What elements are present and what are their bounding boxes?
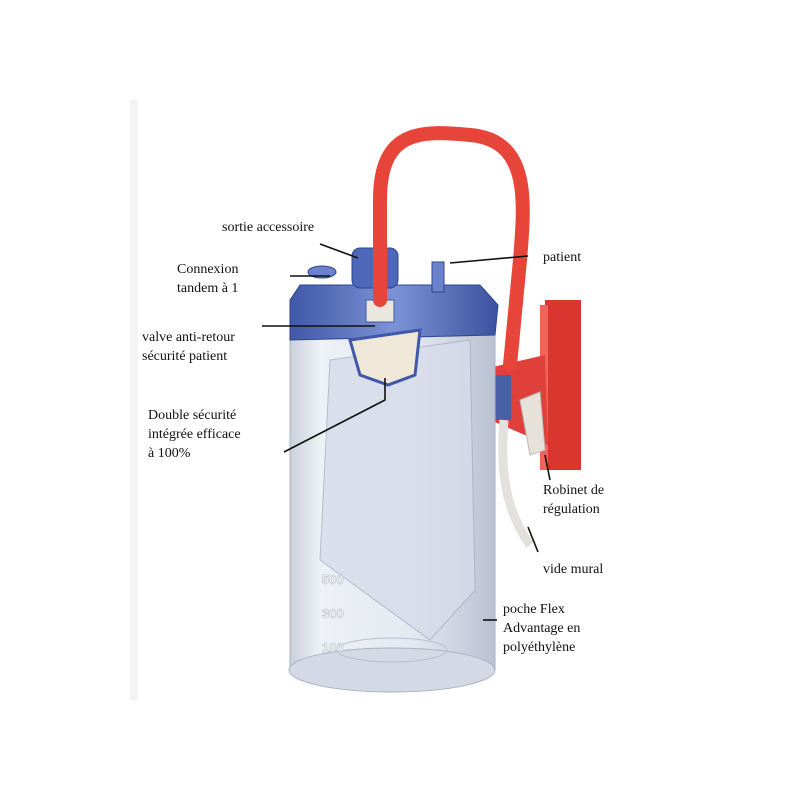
scale-mark: 100 (322, 640, 344, 655)
left-edge-strip (130, 100, 138, 700)
scale-mark: 500 (322, 572, 344, 587)
patient-tube (373, 126, 530, 372)
label-patient: patient (543, 250, 582, 265)
scale-mark: 300 (322, 606, 344, 621)
canister: 500 300 100 (288, 329, 496, 693)
leader-lines (262, 243, 551, 621)
label-vide-mural: vide mural (543, 562, 604, 577)
flex-bag (319, 339, 476, 641)
wall-bracket (480, 300, 581, 470)
wall-vacuum-tube (498, 419, 534, 548)
label-sortie-accessoire: sortie accessoire (222, 220, 315, 235)
